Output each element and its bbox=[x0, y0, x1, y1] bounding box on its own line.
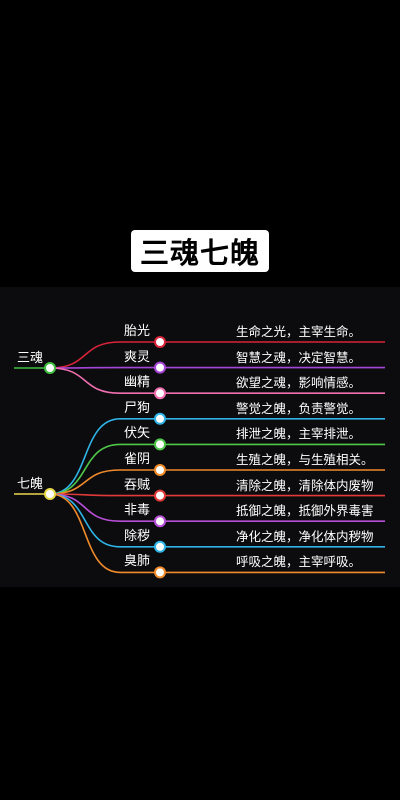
child-node bbox=[154, 566, 166, 579]
branch-curve bbox=[49, 493, 160, 522]
child-name: 吞贼 bbox=[124, 477, 151, 493]
root-label: 七魄 bbox=[17, 477, 44, 492]
child-name: 尸狗 bbox=[124, 400, 151, 416]
child-name: 臭肺 bbox=[124, 554, 151, 570]
branch-curve bbox=[49, 493, 160, 497]
child-name: 雀阴 bbox=[124, 452, 151, 467]
child-node bbox=[154, 336, 166, 348]
root-label: 三魂 bbox=[17, 351, 44, 366]
branch-curve bbox=[49, 418, 160, 495]
branch-curve bbox=[49, 443, 160, 495]
child-name: 伏矢 bbox=[124, 426, 151, 442]
child-description: 欲望之魂，影响情感。 bbox=[236, 375, 362, 391]
title-box: 三魂七魄 bbox=[131, 230, 269, 272]
child-node bbox=[154, 540, 166, 553]
root-node bbox=[44, 488, 56, 500]
child-description: 清除之魄，清除体内废物 bbox=[236, 477, 374, 493]
child-description: 排泄之魄，主宰排泄。 bbox=[236, 426, 362, 442]
child-name: 爽灵 bbox=[124, 349, 151, 365]
child-description: 生命之光，主宰生命。 bbox=[236, 324, 362, 339]
page-title: 三魂七魄 bbox=[139, 236, 260, 270]
child-description: 抵御之魄，抵御外界毒害 bbox=[236, 503, 374, 519]
child-node bbox=[154, 361, 166, 374]
root-node bbox=[44, 362, 56, 374]
child-name: 除秽 bbox=[124, 528, 151, 544]
child-node bbox=[154, 438, 166, 451]
child-node bbox=[154, 515, 166, 528]
branch-curve bbox=[49, 367, 160, 394]
child-description: 净化之魄，净化体内秽物 bbox=[236, 528, 374, 544]
child-description: 警觉之魄，负责警觉。 bbox=[236, 400, 362, 416]
child-name: 胎光 bbox=[124, 324, 151, 339]
child-description: 呼吸之魄，主宰呼吸。 bbox=[236, 554, 362, 570]
mind-map-panel bbox=[0, 287, 400, 587]
child-name: 非毒 bbox=[124, 503, 151, 519]
child-description: 生殖之魄，与生殖相关。 bbox=[236, 452, 374, 467]
child-node bbox=[154, 387, 166, 400]
branch-curve bbox=[49, 493, 160, 574]
branch-curve bbox=[49, 341, 160, 369]
child-node bbox=[154, 489, 166, 502]
child-node bbox=[154, 412, 166, 425]
child-description: 智慧之魂，决定智慧。 bbox=[236, 349, 362, 365]
branch-curve bbox=[49, 469, 160, 495]
child-node bbox=[154, 464, 166, 476]
child-name: 幽精 bbox=[124, 375, 151, 391]
